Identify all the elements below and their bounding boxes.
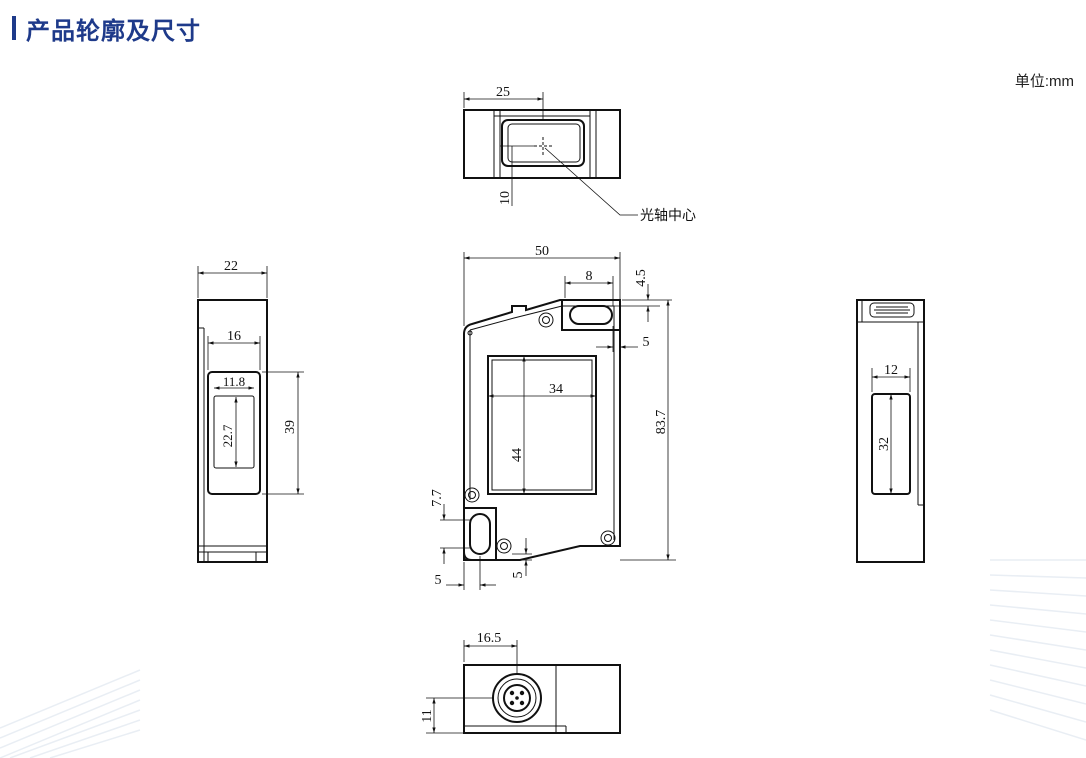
unit-label: 单位:mm xyxy=(1014,73,1074,90)
connector-icon xyxy=(492,673,542,723)
dim-front-slot-right: 5 xyxy=(643,335,650,350)
decorative-lines xyxy=(0,559,1086,758)
dim-front-slot-width: 8 xyxy=(586,269,593,284)
dim-front-window-width: 34 xyxy=(549,382,563,397)
dim-bottom-connector-x: 16.5 xyxy=(477,631,502,646)
dim-bottom-connector-y: 11 xyxy=(420,709,435,722)
dim-top-height: 10 xyxy=(498,191,513,205)
dim-right-window-width: 12 xyxy=(884,363,898,378)
dim-left-lens-width: 11.8 xyxy=(223,374,245,389)
left-view: 22 16 11.8 22.7 39 xyxy=(197,259,304,563)
dim-left-window-height: 39 xyxy=(283,420,298,434)
dim-front-bottom-gap: 5 xyxy=(511,572,526,579)
bottom-view: 16.5 11 xyxy=(420,631,621,734)
dim-front-width: 50 xyxy=(535,244,549,259)
front-view: 50 8 4.5 5 34 44 83.7 7.7 xyxy=(430,244,676,590)
right-view: 12 32 xyxy=(856,299,925,563)
section-title: 产品轮廓及尺寸 xyxy=(26,17,201,45)
top-view: 25 10 光轴中心 xyxy=(463,85,696,224)
dim-left-window-width: 16 xyxy=(227,329,241,344)
dim-left-lens-height: 22.7 xyxy=(220,424,235,447)
dim-front-top-offset: 4.5 xyxy=(634,269,649,287)
dim-front-window-height: 44 xyxy=(510,448,525,462)
dim-front-height: 83.7 xyxy=(654,410,669,435)
dim-front-bottom-left: 5 xyxy=(435,573,442,588)
dim-left-outer-width: 22 xyxy=(224,259,238,274)
header-accent-bar xyxy=(12,16,16,40)
dim-front-bottom-hole: 7.7 xyxy=(430,489,445,507)
dim-right-window-height: 32 xyxy=(877,437,892,451)
section-header: 产品轮廓及尺寸 xyxy=(12,12,201,45)
optical-center-label: 光轴中心 xyxy=(640,208,696,224)
dim-top-width: 25 xyxy=(496,85,510,100)
